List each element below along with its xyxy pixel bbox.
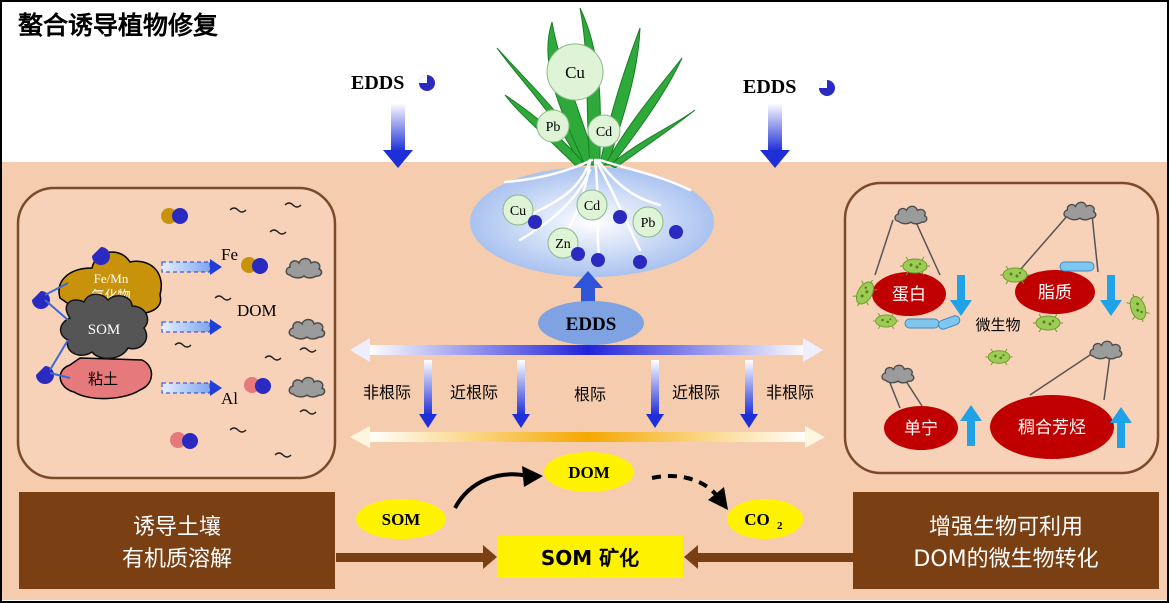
microbe-label: 微生物 [975,316,1020,334]
dom-cycle-label: DOM [568,463,610,482]
cloud-icon [285,257,323,279]
arrowhead [708,487,728,510]
plant-metal-cu: Cu [546,43,604,101]
connection-arrows [44,282,71,379]
cloud-icon [288,318,326,340]
dashed-arrows [161,259,222,396]
edds-chelate-icon [528,210,683,269]
co2-ellipse [727,499,803,539]
svg-text:Cu: Cu [510,204,526,219]
svg-text:Pb: Pb [546,120,561,135]
co2-label: CO [744,510,770,529]
edds-chelate-icon [419,75,435,91]
aromatics-ellipse [990,395,1114,459]
dom-ellipse [544,452,634,492]
dom-squiggles [174,202,317,458]
svg-text:Pb: Pb [641,216,656,231]
bacteria-icon [904,261,1095,330]
som-mineralization-box [497,536,683,578]
som-cycle-label: SOM [382,510,421,529]
som-blob-shape [59,293,149,360]
arrowhead [522,466,543,487]
root-metal-zn: Zn [547,227,579,259]
co2-subscript: 2 [777,520,783,532]
cloud-icon [881,364,915,384]
aromatics-label: 稠合芳烃 [1018,418,1086,438]
som-mineralization-label: SOM 矿化 [541,546,639,570]
lipid-ellipse [1015,270,1095,314]
right-brown-arrow [697,553,853,562]
som-mineral-label: SOM [88,322,121,338]
som-ellipse [356,499,446,539]
cloud-icon [894,205,928,225]
down-arrow-icon [760,103,790,168]
clay-label: 粘土 [88,370,118,388]
fe-complex-icon [161,208,268,274]
cloud-icon [288,376,326,398]
down-arrow-icon [419,360,758,428]
edds-chelate-icon [819,80,835,96]
edds-top-right-label: EDDS [743,76,796,98]
al-complex-icon [170,377,271,449]
gradient-arrow-icon [350,338,823,362]
arrowhead [684,545,698,569]
cloud-icon [1063,201,1097,221]
dom-to-co2-arrow [651,474,720,499]
tannin-ellipse [884,406,958,450]
zone-label-3: 根际 [574,385,606,404]
right-summary-line1: 增强生物可利用 [929,515,1083,540]
tannin-label: 单宁 [904,419,938,439]
svg-text:Cu: Cu [565,63,585,82]
zone-label-2: 近根际 [450,383,498,402]
up-arrow-icon [960,405,1132,448]
plant-metal-cd: Cd [587,114,621,148]
left-brown-arrow [336,553,486,562]
svg-text:Cd: Cd [596,125,612,140]
dom-product-label: DOM [237,301,277,320]
femn-oxide-shape [58,251,162,315]
left-summary-line1: 诱导土壤 [133,515,221,540]
left-summary-line2: 有机质溶解 [122,547,232,572]
svg-text:Zn: Zn [555,237,571,252]
left-summary-box [19,492,335,589]
arrowhead [483,545,497,569]
fe-label: Fe [221,245,238,264]
edds-center-ellipse [538,301,644,345]
clay-shape [59,357,153,400]
zone-label-1: 非根际 [363,383,411,402]
al-label: Al [221,389,238,408]
svg-text:Cd: Cd [584,199,600,214]
protein-label: 蛋白 [892,285,926,305]
som-to-dom-arrow [453,472,529,509]
edds-center-label: EDDS [566,314,617,335]
gradient-arrow-icon [350,426,825,448]
root-metal-cd: Cd [576,189,608,221]
plant-metal-pb: Pb [536,109,570,143]
root-metal-pb: Pb [632,206,664,238]
rhizosphere-zone [470,167,714,277]
right-summary-line2: DOM的微生物转化 [913,547,1098,572]
up-arrow-head [573,271,603,288]
zone-label-5: 非根际 [766,383,814,402]
cloud-icon [1089,340,1123,360]
protein-ellipse [872,272,946,316]
root-metal-cu: Cu [502,194,534,226]
femn-label-1: Fe/Mn [94,271,129,286]
edds-top-left-label: EDDS [351,72,404,94]
down-arrow-icon [383,103,413,168]
down-arrow-icon [950,275,1122,316]
right-summary-box [853,492,1159,589]
lipid-label: 脂质 [1038,283,1072,303]
diagram-title: 螯合诱导植物修复 [18,11,219,40]
zone-label-4: 近根际 [672,383,720,402]
